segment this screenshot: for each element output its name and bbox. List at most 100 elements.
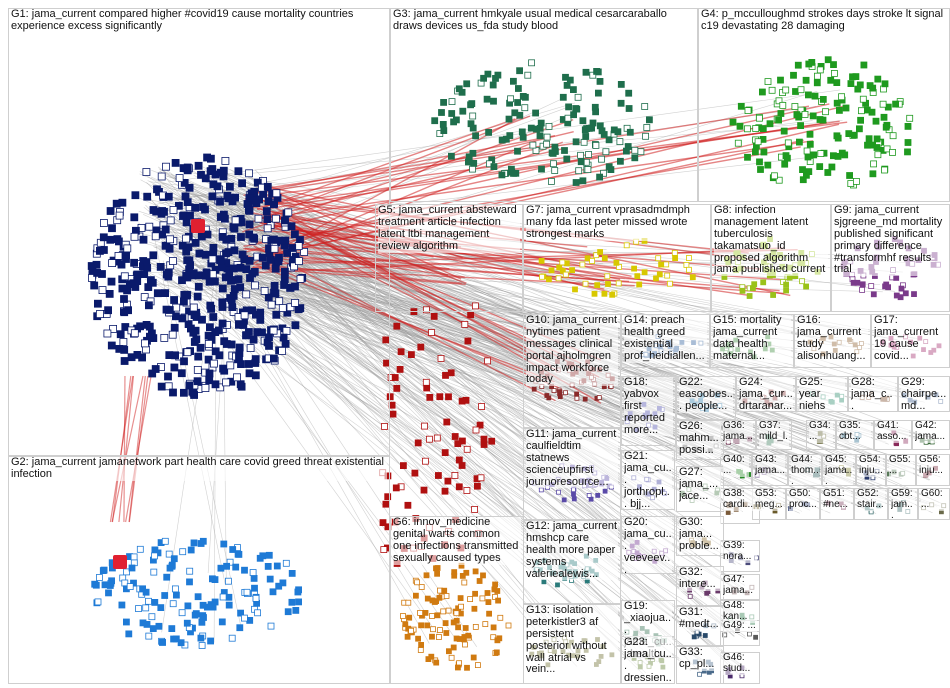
node-g5 — [426, 393, 434, 401]
node-g1 — [230, 224, 239, 233]
group-box-g10 — [523, 314, 621, 428]
node-g5 — [476, 421, 484, 429]
node-g2 — [118, 601, 126, 609]
node-g1 — [211, 328, 220, 337]
node-g1 — [190, 391, 199, 399]
node-g1 — [165, 306, 174, 314]
group-box-g32 — [676, 566, 724, 606]
group-box-g30 — [676, 516, 724, 556]
node-g1 — [107, 341, 116, 350]
node-g1 — [123, 244, 132, 253]
node-g2 — [259, 552, 267, 560]
node-g4 — [842, 104, 850, 112]
node-g1 — [246, 344, 255, 353]
node-g4 — [813, 79, 821, 87]
node-g3 — [631, 154, 639, 162]
node-g2 — [226, 558, 234, 566]
node-g1 — [219, 364, 228, 373]
node-g3 — [505, 115, 513, 123]
edge-line-strong — [128, 375, 146, 523]
node-g6 — [494, 588, 501, 594]
node-g3 — [459, 107, 467, 115]
node-g1 — [271, 264, 280, 273]
node-g6 — [472, 624, 479, 630]
node-g6 — [505, 622, 512, 629]
group-box-g9 — [831, 204, 950, 312]
node-g6 — [479, 595, 486, 602]
edge-line — [151, 222, 226, 586]
node-g1 — [201, 205, 209, 214]
node-g2 — [145, 632, 153, 640]
group-box-g46 — [720, 652, 760, 684]
node-g1 — [270, 244, 279, 253]
node-g6 — [434, 612, 441, 619]
node-g3 — [472, 132, 480, 140]
node-g3 — [602, 148, 610, 156]
node-g9 — [898, 285, 905, 292]
node-g7 — [689, 274, 696, 281]
node-g7 — [605, 281, 611, 287]
node-g1 — [198, 315, 206, 324]
node-g1 — [115, 211, 124, 220]
node-g4 — [797, 106, 805, 114]
node-g2 — [267, 622, 275, 630]
node-g1 — [139, 235, 148, 244]
node-g3 — [593, 68, 600, 75]
node-g1 — [242, 290, 251, 299]
node-g1 — [201, 174, 210, 183]
node-g7 — [597, 249, 603, 255]
node-g2 — [94, 598, 102, 606]
node-g3 — [515, 85, 522, 92]
node-g4 — [816, 163, 824, 171]
node-g1 — [126, 280, 134, 289]
node-g2 — [161, 592, 169, 599]
node-g1 — [244, 206, 253, 214]
node-g3 — [507, 95, 515, 103]
node-g1 — [94, 299, 102, 308]
node-g6 — [423, 572, 430, 579]
node-g1 — [115, 344, 124, 353]
node-g2 — [198, 642, 206, 649]
node-g3 — [641, 103, 649, 110]
node-g2 — [265, 551, 273, 559]
edge-line-strong — [243, 105, 810, 196]
node-g5 — [389, 410, 397, 418]
node-g4 — [841, 151, 849, 159]
node-g1 — [164, 372, 172, 381]
node-g1 — [271, 289, 280, 298]
node-g1 — [233, 373, 241, 382]
edge-line — [223, 284, 586, 485]
node-g5 — [421, 457, 429, 465]
node-g3 — [509, 77, 517, 85]
node-g3 — [572, 179, 580, 186]
node-g6 — [435, 634, 442, 640]
node-g1 — [261, 261, 270, 270]
node-g3 — [545, 123, 553, 130]
group-box-g33 — [676, 646, 724, 684]
edge-line — [218, 273, 564, 496]
group-box-g22 — [676, 376, 736, 420]
node-g4 — [806, 130, 814, 138]
node-g1 — [149, 251, 158, 260]
node-g1 — [170, 363, 179, 372]
node-g6 — [482, 621, 489, 627]
node-g5 — [458, 397, 466, 405]
node-g4 — [866, 82, 874, 89]
node-g7 — [591, 290, 598, 297]
node-g3 — [516, 67, 523, 75]
node-g3 — [431, 117, 439, 125]
node-g4 — [817, 150, 825, 158]
node-g6 — [450, 619, 457, 626]
node-g2 — [282, 559, 290, 567]
node-g5 — [455, 456, 463, 464]
node-g3 — [516, 111, 524, 119]
node-g1 — [278, 346, 287, 355]
node-g2 — [135, 605, 142, 612]
node-g1 — [265, 333, 273, 342]
node-g2 — [197, 634, 205, 642]
node-g2 — [139, 619, 147, 627]
node-g3 — [465, 153, 473, 161]
node-g3 — [585, 151, 592, 158]
node-g1 — [124, 306, 132, 315]
node-g3 — [592, 141, 600, 149]
